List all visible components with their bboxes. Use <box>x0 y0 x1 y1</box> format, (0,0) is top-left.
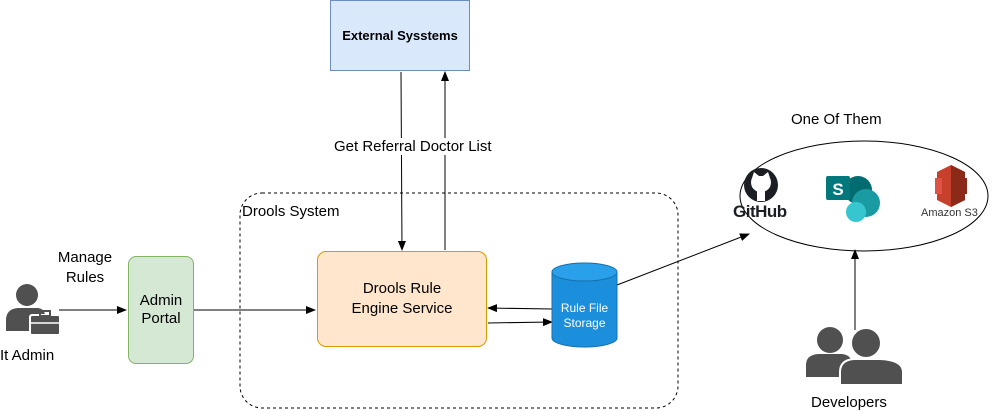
it-admin-label: It Admin <box>0 347 55 364</box>
admin-portal-label: Admin Portal <box>139 292 183 327</box>
external-systems-label: External Sysstems <box>342 28 458 43</box>
drools-system-label: Drools System <box>242 203 340 220</box>
edge-storage-to-engine <box>487 304 553 313</box>
edge-storage-to-repos <box>616 233 750 286</box>
get-referral-edge-label: Get Referral Doctor List <box>334 138 492 155</box>
developers-icon <box>806 327 904 386</box>
amazon-s3-label: Amazon S3 <box>921 207 978 219</box>
manage-rules-edge-label: Manage Rules <box>57 249 113 286</box>
sharepoint-icon: S <box>826 176 880 222</box>
rule-engine-service-label: Drools Rule Engine Service <box>351 280 453 317</box>
github-icon <box>744 168 778 202</box>
it-admin-icon <box>6 284 61 336</box>
repository-options-ellipse <box>739 140 989 252</box>
edge-engine-to-storage <box>487 318 553 327</box>
external-systems-box[interactable]: External Sysstems <box>330 0 470 71</box>
one-of-them-label: One Of Them <box>791 111 882 128</box>
svg-text:S: S <box>832 180 843 199</box>
admin-portal-box[interactable]: Admin Portal <box>128 256 194 364</box>
edge-external-to-engine <box>397 71 406 251</box>
github-wordmark: GitHub <box>733 202 787 221</box>
rule-file-storage-label: Rule File Storage <box>560 301 609 330</box>
developers-label: Developers <box>811 394 887 411</box>
rule-engine-service-box[interactable]: Drools Rule Engine Service <box>317 251 487 347</box>
amazon-s3-icon <box>935 165 967 207</box>
rule-file-storage-cylinder <box>551 262 618 348</box>
drools-system-container <box>239 192 679 409</box>
